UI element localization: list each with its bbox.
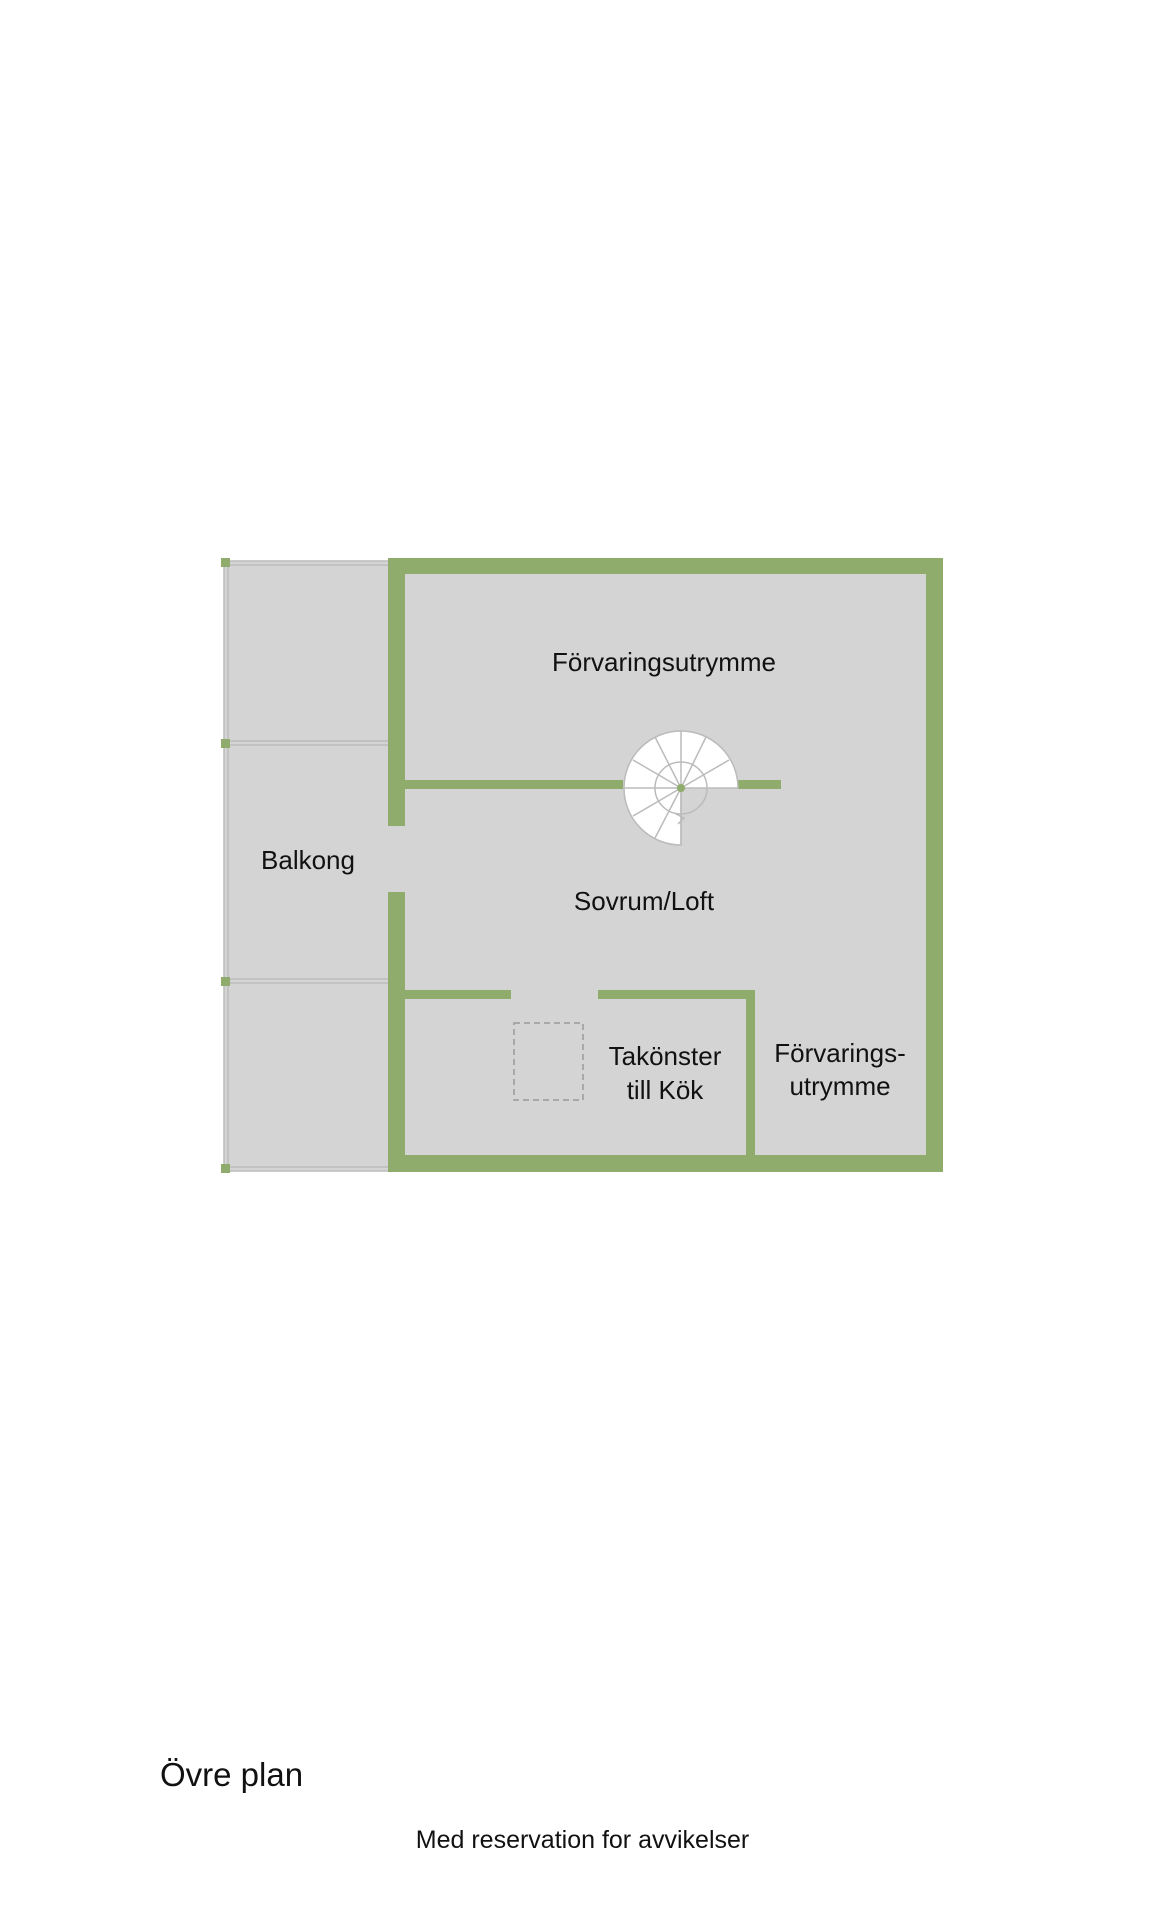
wall-storage-top-right: [738, 780, 781, 789]
wall-top: [388, 558, 943, 574]
room-label-skylight-line2: till Kök: [627, 1075, 705, 1105]
room-label-storage-top: Förvaringsutrymme: [552, 647, 776, 677]
wall-storage-top-left: [388, 780, 623, 789]
spiral-staircase: [623, 730, 739, 846]
wall-skylight-top-right: [598, 990, 755, 999]
room-label-skylight-line1: Takönster: [609, 1041, 722, 1071]
wall-left-lower: [388, 892, 405, 1172]
wall-bottom: [388, 1155, 943, 1172]
disclaimer: Med reservation for avvikelser: [415, 1826, 750, 1854]
plan-title: Övre plan: [160, 1756, 304, 1793]
room-label-storage-right-line2: utrymme: [789, 1071, 890, 1101]
wall-left-upper: [388, 558, 405, 826]
room-label-bedroom-loft: Sovrum/Loft: [574, 886, 715, 916]
balcony-railing: [223, 560, 389, 1172]
room-label-storage-right-line1: Förvarings-: [774, 1038, 905, 1068]
room-label-balcony: Balkong: [261, 845, 355, 875]
wall-right: [926, 558, 943, 1172]
walls: [388, 558, 943, 1172]
skylight-outline: [513, 1022, 584, 1101]
wall-skylight-top-left: [388, 990, 511, 999]
balcony-posts: [221, 558, 230, 1173]
interior-floor: [388, 558, 943, 1172]
balcony-floor: [224, 561, 389, 1171]
wall-skylight-right: [746, 990, 755, 1172]
